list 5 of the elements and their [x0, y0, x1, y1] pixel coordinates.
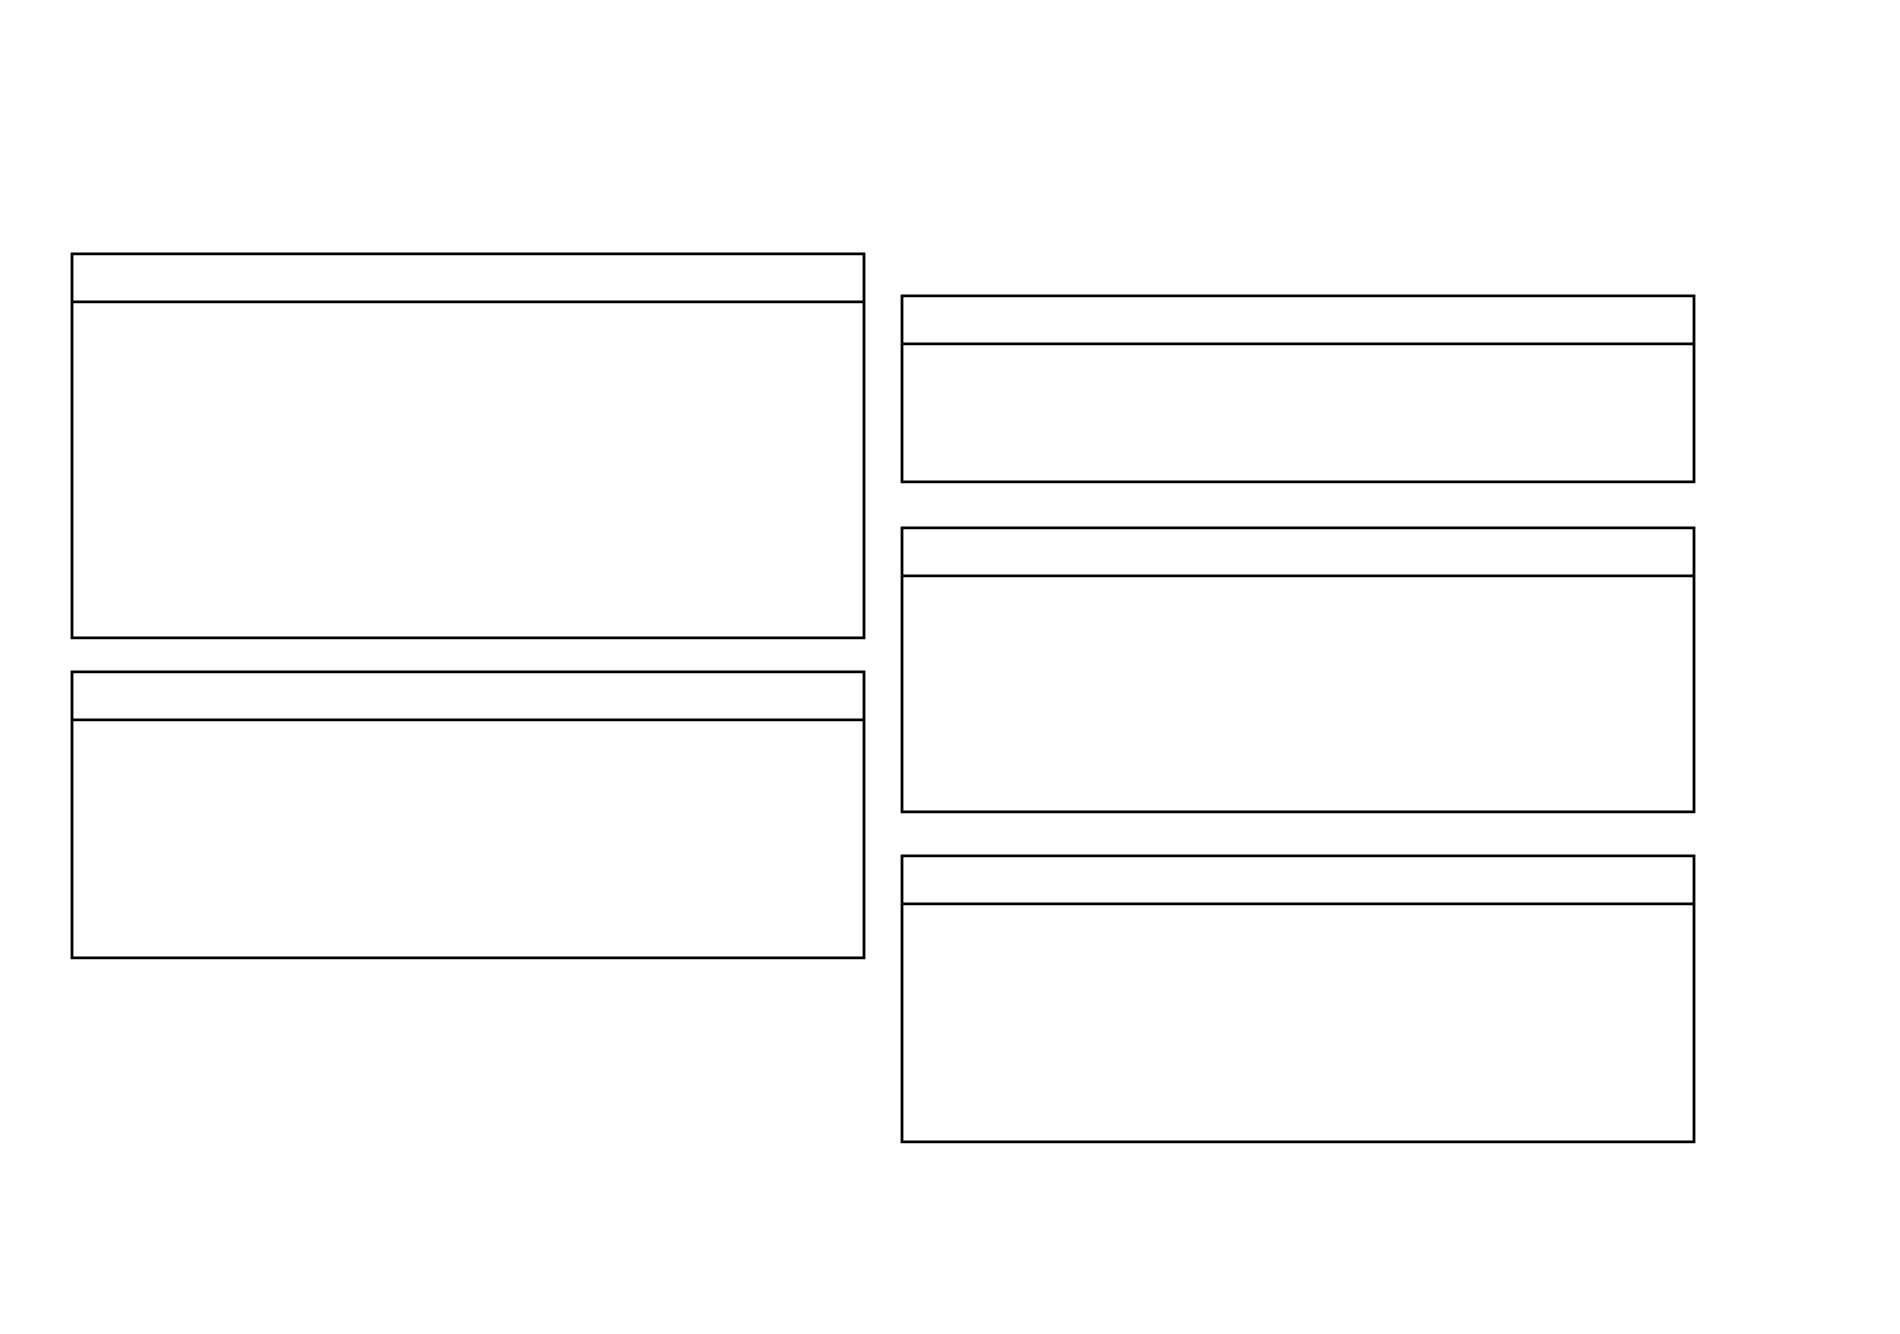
panel-box [70, 670, 866, 960]
panel-box [900, 526, 1696, 814]
panel-box [900, 294, 1696, 484]
panel-box [900, 854, 1696, 1144]
panel-box [70, 252, 866, 640]
